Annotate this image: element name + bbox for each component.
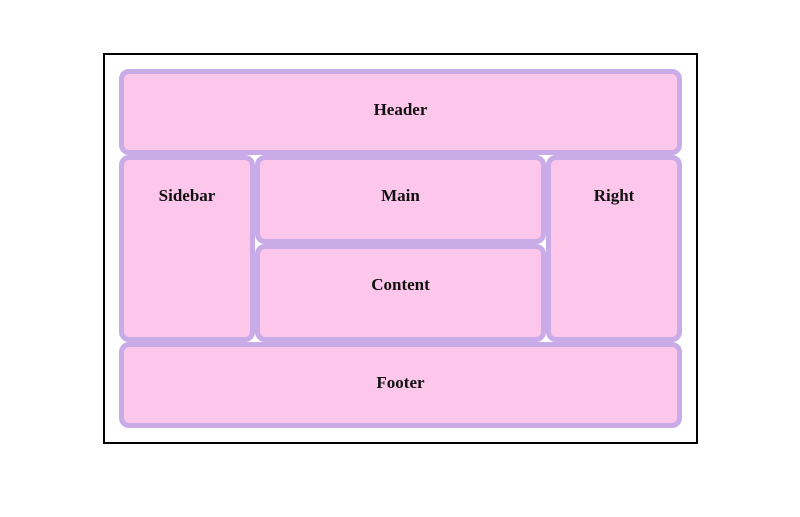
main-region: Main (255, 155, 546, 244)
diagram-frame: Header Sidebar Main Right Content Footer (103, 53, 698, 444)
right-region: Right (546, 155, 682, 342)
header-region: Header (119, 69, 682, 155)
layout-grid: Header Sidebar Main Right Content Footer (119, 69, 682, 428)
content-region: Content (255, 244, 546, 342)
sidebar-region: Sidebar (119, 155, 255, 342)
footer-region: Footer (119, 342, 682, 428)
